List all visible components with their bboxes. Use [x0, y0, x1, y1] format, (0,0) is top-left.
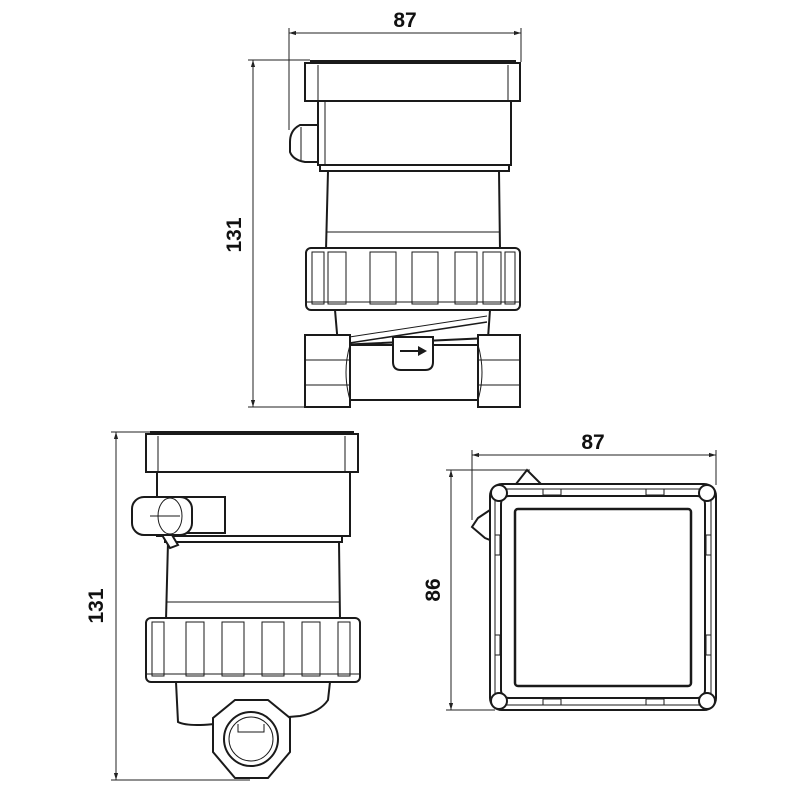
- side-pipe-fitting: [212, 699, 291, 779]
- corner-screw: [698, 484, 716, 502]
- display-window: [513, 507, 693, 688]
- flow-arrow-plate: [392, 336, 434, 371]
- front-width-label: 87: [393, 9, 416, 32]
- top-connector-tab: [513, 468, 544, 485]
- flow-direction-arrow-icon: [400, 346, 427, 356]
- cable-connector: [289, 124, 319, 163]
- front-view: 87 131: [223, 9, 522, 408]
- side-cable-connector: [131, 496, 226, 550]
- side-meter-cap: [145, 433, 359, 473]
- side-union-nut: [145, 617, 361, 683]
- right-fitting: [477, 334, 521, 408]
- corner-screw: [698, 692, 716, 710]
- top-depth-dimension: 86: [422, 469, 530, 711]
- top-connector-side: [470, 508, 491, 542]
- side-meter-housing: [164, 541, 342, 621]
- meter-cap: [304, 62, 521, 102]
- meter-housing: [324, 170, 502, 251]
- union-nut: [305, 247, 521, 311]
- top-width-label: 87: [581, 431, 604, 454]
- meter-body: [317, 100, 512, 166]
- front-height-label: 131: [223, 217, 246, 252]
- side-height-dimension: 131: [85, 431, 250, 781]
- top-width-dimension: 87: [471, 431, 717, 520]
- top-depth-label: 86: [422, 578, 445, 601]
- side-height-label: 131: [85, 588, 108, 623]
- left-fitting: [304, 334, 351, 408]
- front-height-dimension: 131: [223, 59, 310, 408]
- corner-screw: [490, 692, 508, 710]
- side-view: 131: [85, 431, 361, 781]
- corner-screw: [490, 484, 508, 502]
- top-view: 87 86: [422, 431, 717, 711]
- front-width-dimension: 87: [288, 9, 522, 130]
